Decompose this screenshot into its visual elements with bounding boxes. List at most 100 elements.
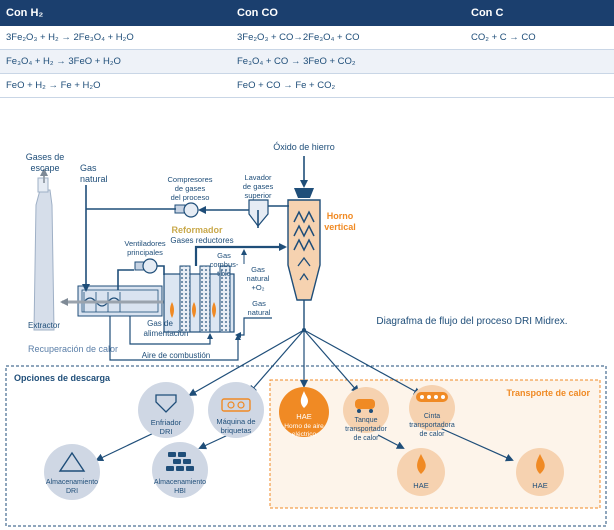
node-alm-dri (44, 444, 100, 500)
compresores-label-3: del proceso (171, 193, 210, 202)
horno-label-2: vertical (324, 222, 356, 232)
alm-hbi-label-1: Almacenamiento (154, 479, 206, 486)
alm-hbi-label-2: HBI (174, 488, 186, 495)
node-tanque (343, 387, 389, 433)
header-co: Con CO (231, 0, 465, 26)
aire-label: Aire de combustión (142, 351, 210, 360)
gas-natural-label-2: natural (80, 174, 108, 184)
gas-comb-label-2: combus- (210, 260, 239, 269)
table-cell: 3Fe₂O₃ + CO→2Fe₃O₄ + CO (231, 26, 465, 50)
table-row: 3Fe₂O₃ + H₂ → 2Fe₃O₄ + H₂O 3Fe₂O₃ + CO→2… (0, 26, 614, 50)
gas-nat2-line (235, 317, 272, 338)
enfriador-label-2: DRI (160, 427, 173, 436)
table-cell: FeO + CO → Fe + CO₂ (231, 73, 465, 98)
gases-reductores-label: Gases reductores (170, 236, 233, 245)
gas-nat2-label-2: natural (248, 308, 271, 317)
fan-feed-line (117, 269, 134, 290)
main-fans (134, 258, 158, 274)
opciones-box (5, 365, 607, 527)
dri-pile-icon (58, 451, 86, 472)
hae3-label: HAE (532, 481, 547, 490)
cinta-label-1: Cinta (424, 413, 440, 420)
vertical-furnace (287, 188, 321, 301)
gases-escape-label-1: Gases de (26, 152, 65, 162)
truck-icon (355, 399, 375, 409)
table-cell: Fe₃O₄ + CO → 3FeO + CO₂ (231, 49, 465, 74)
table-row: Fe₃O₄ + H₂ → 3FeO + H₂O Fe₃O₄ + CO → 3Fe… (0, 49, 614, 74)
hae1-label-1: HAE (296, 412, 311, 421)
alm-dri-label-1: Almacenamiento (46, 479, 98, 486)
table-cell: FeO + H₂ → Fe + H₂O (0, 73, 231, 98)
gas-comb-label-1: Gas (217, 251, 231, 260)
hae1-label-3: eléctrico (292, 431, 317, 438)
node-enfriador (138, 382, 194, 438)
gas-comb-label-3: tible (217, 269, 231, 278)
discharge-branches (95, 329, 514, 462)
table-cell (465, 49, 614, 74)
flame-icon (300, 391, 309, 408)
reducing-gas-line (194, 243, 287, 266)
flame-icon (536, 454, 545, 474)
process-gas-compressor (174, 202, 199, 218)
recuperacion-label: Recuperación de calor (28, 344, 118, 354)
tanque-label-3: de calor (354, 435, 380, 442)
table-header-row: Con H₂ Con CO Con C (0, 0, 614, 26)
combustion-air-line (109, 316, 241, 361)
oxido-label: Óxido de hierro (273, 142, 335, 152)
table-cell: Fe₃O₄ + H₂ → 3FeO + H₂O (0, 49, 231, 74)
alm-dri-label-2: DRI (66, 488, 78, 495)
opciones-label: Opciones de descarga (14, 373, 111, 383)
enfriador-label-1: Enfriador (151, 418, 182, 427)
compresores-label-2: de gases (175, 184, 206, 193)
gas-alim-label-1: Gas de (147, 319, 173, 328)
gas-o2-label-3: +O₂ (251, 283, 264, 292)
hae2-label: HAE (413, 481, 428, 490)
reformer (163, 265, 235, 333)
gas-nat2-label-1: Gas (252, 299, 266, 308)
lavador-label-1: Lavador (244, 173, 272, 182)
cinta-label-3: de calor (420, 431, 446, 438)
reactions-table: Con H₂ Con CO Con C 3Fe₂O₃ + H₂ → 2Fe₃O₄… (0, 0, 614, 98)
conveyor-icon (416, 392, 448, 402)
tanque-label-2: transportador (345, 426, 387, 433)
lavador-label-2: de gases (243, 182, 274, 191)
exhaust-stack (33, 177, 55, 331)
hbi-briquettes-icon (166, 452, 194, 471)
lavador-label-3: superior (244, 191, 272, 200)
node-hae-2 (397, 448, 445, 496)
table-row: FeO + H₂ → Fe + H₂O FeO + CO → Fe + CO₂ (0, 73, 614, 98)
node-hae-3 (516, 448, 564, 496)
gas-natural-label-1: Gas (80, 163, 97, 173)
table-cell (465, 73, 614, 98)
flame-icon (417, 454, 426, 474)
node-maquina (208, 382, 264, 438)
diagram-title: Diagrafma de flujo del proceso DRI Midre… (376, 316, 567, 327)
node-alm-hbi (152, 442, 208, 498)
feed-gas-line (129, 316, 213, 345)
ventiladores-label-1: Ventiladores (124, 239, 166, 248)
cooler-icon (155, 394, 177, 413)
header-h2: Con H₂ (0, 0, 231, 26)
gas-o2-label-1: Gas (251, 265, 265, 274)
compresores-label-1: Compresores (167, 175, 212, 184)
node-hae-1 (279, 387, 329, 437)
table-cell: CO₂ + C → CO (465, 26, 614, 50)
extractor-label: Extractor (28, 321, 60, 330)
maquina-label-1: Máquina de (216, 417, 255, 426)
node-cinta (409, 385, 455, 431)
maquina-label-2: briquetas (221, 426, 252, 435)
gas-o2-label-2: natural (247, 274, 270, 283)
transporte-label: Transporte de calor (506, 388, 590, 398)
reformador-label: Reformador (171, 225, 223, 235)
gases-escape-label-2: escape (30, 163, 59, 173)
ventiladores-label-2: principales (127, 248, 163, 257)
gas-alim-label-2: alimentación (144, 329, 189, 338)
briquette-machine-icon (221, 398, 251, 412)
hae1-label-2: Horno de aire (284, 423, 324, 430)
fan-to-reformer-line (157, 265, 165, 275)
header-c: Con C (465, 0, 614, 26)
cinta-label-2: transportadora (409, 422, 455, 429)
horno-label-1: Horno (327, 211, 354, 221)
tanque-label-1: Tanque (355, 417, 378, 424)
